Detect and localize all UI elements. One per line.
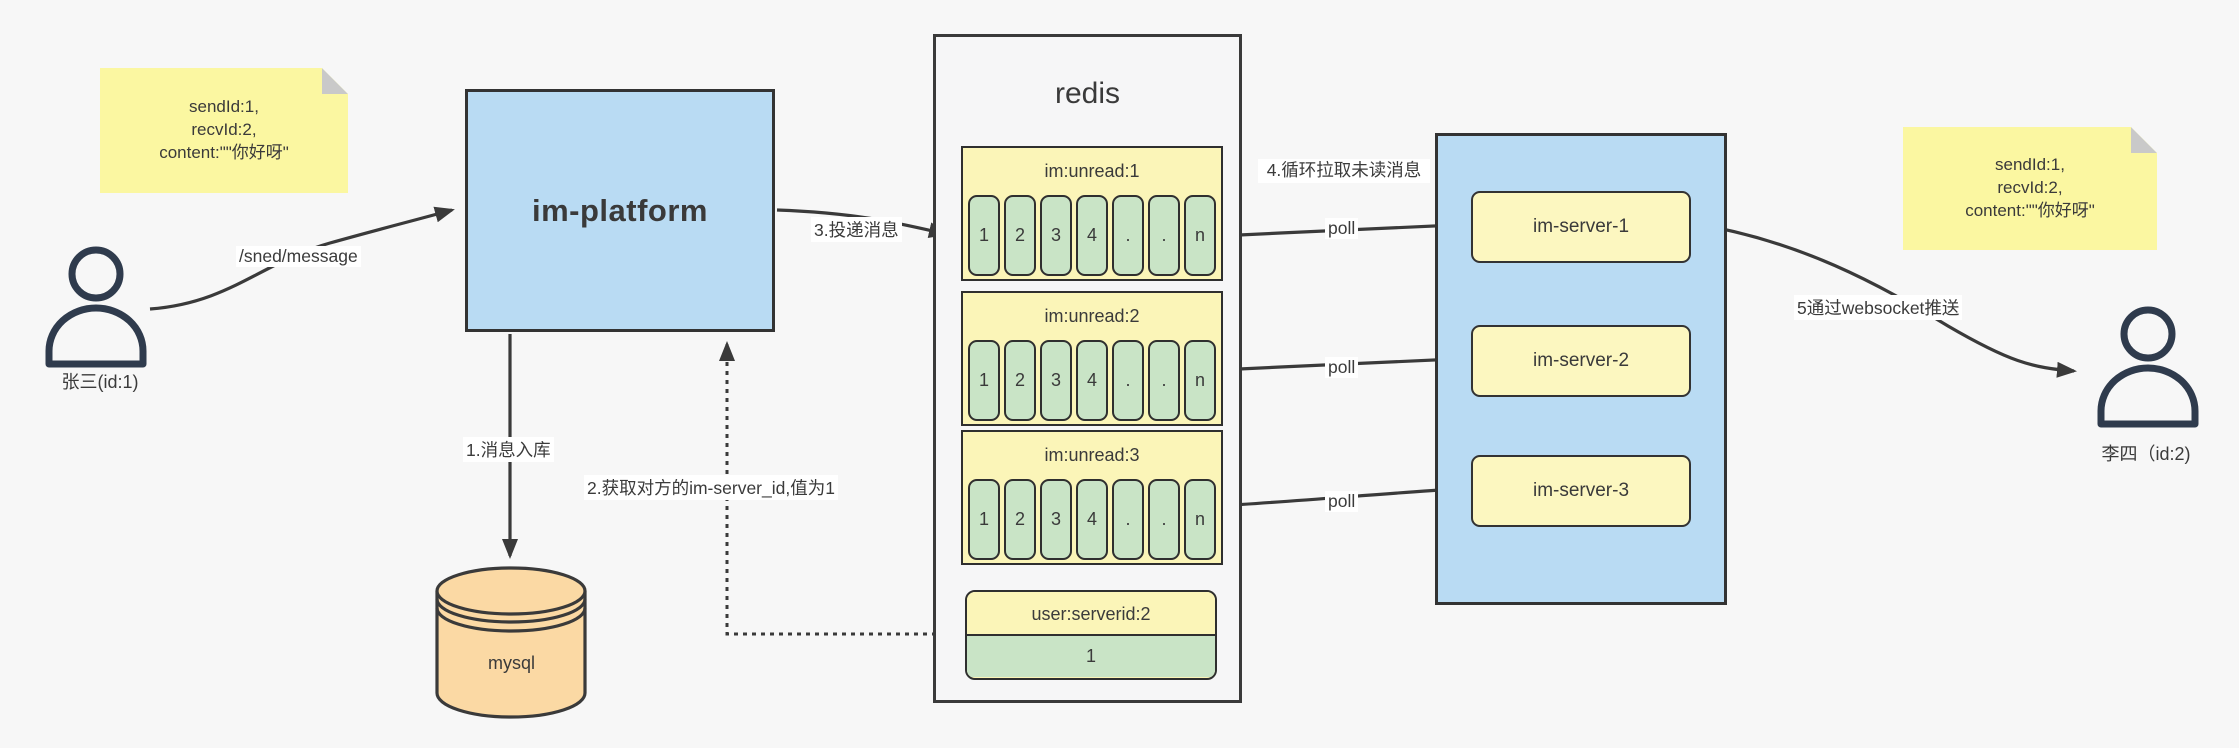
queue-cell: 2 [1004, 195, 1036, 276]
queue-im-unread-1: im:unread:1 1 2 3 4 . . n [961, 146, 1223, 281]
queue-cell: 4 [1076, 195, 1108, 276]
edge-label-get-serverid: 2.获取对方的im-server_id,值为1 [584, 475, 838, 500]
user-icon [2097, 306, 2199, 428]
queue-cells: 1 2 3 4 . . n [963, 479, 1221, 560]
queue-cell: 4 [1076, 340, 1108, 421]
queue-cell: n [1184, 479, 1216, 560]
edge-label-send: /sned/message [236, 246, 361, 267]
queue-im-unread-2: im:unread:2 1 2 3 4 . . n [961, 291, 1223, 426]
im-server-label: im-server-1 [1532, 216, 1630, 237]
edge-label-poll-loop: 4.循环拉取未读消息 [1258, 159, 1430, 183]
queue-cell: 2 [1004, 479, 1036, 560]
queue-cell: . [1148, 195, 1180, 276]
edge-label-deliver: 3.投递消息 [811, 217, 902, 242]
note-line: content:""你好呀" [159, 142, 289, 162]
note-line: content:""你好呀" [1965, 200, 2095, 220]
edge-label-poll-3: poll [1325, 491, 1359, 512]
user-serverid-header: user:serverid:2 [967, 592, 1215, 636]
user-icon [45, 246, 147, 368]
queue-cell: . [1148, 340, 1180, 421]
im-server-1-box: im-server-1 [1471, 191, 1691, 263]
sender-label: 张三(id:1) [61, 372, 139, 392]
queue-cell: . [1112, 340, 1144, 421]
queue-cell: n [1184, 340, 1216, 421]
sticky-note-left: sendId:1, recvId:2, content:""你好呀" [100, 68, 348, 193]
im-server-3-box: im-server-3 [1471, 455, 1691, 527]
queue-cells: 1 2 3 4 . . n [963, 195, 1221, 276]
note-line: sendId:1, [1995, 155, 2065, 175]
mysql-label: mysql [487, 653, 535, 673]
im-server-2-box: im-server-2 [1471, 325, 1691, 397]
im-server-label: im-server-2 [1532, 350, 1630, 371]
edge-label-poll-2: poll [1325, 357, 1359, 378]
note-fold-icon [322, 68, 348, 94]
queue-cell: 3 [1040, 479, 1072, 560]
database-cylinder-icon [435, 566, 587, 719]
sticky-note-right: sendId:1, recvId:2, content:""你好呀" [1903, 127, 2157, 250]
queue-cell: 4 [1076, 479, 1108, 560]
redis-container: redis im:unread:1 1 2 3 4 . . n im:unrea… [933, 34, 1242, 703]
queue-cell: 1 [968, 195, 1000, 276]
queue-cell: . [1112, 195, 1144, 276]
queue-cell: . [1112, 479, 1144, 560]
queue-cell: 3 [1040, 195, 1072, 276]
user-serverid-value: 1 [967, 636, 1215, 677]
note-line: recvId:2, [1997, 178, 2063, 198]
edge-label-websocket-push: 5通过websocket推送 [1794, 295, 1963, 320]
queue-im-unread-3: im:unread:3 1 2 3 4 . . n [961, 430, 1223, 565]
queue-cell: n [1184, 195, 1216, 276]
queue-cell: 1 [968, 340, 1000, 421]
user-serverid-box: user:serverid:2 1 [965, 590, 1217, 680]
im-platform-box: im-platform [465, 89, 775, 332]
im-server-label: im-server-3 [1532, 480, 1630, 501]
mysql-database: mysql [435, 565, 588, 720]
queue-header: im:unread:3 [1044, 445, 1140, 465]
receiver-label: 李四（id:2) [2101, 444, 2191, 464]
note-fold-icon [2131, 127, 2157, 153]
queue-cell: 3 [1040, 340, 1072, 421]
queue-cell: 1 [968, 479, 1000, 560]
im-platform-title: im-platform [532, 192, 708, 228]
note-line: recvId:2, [191, 120, 257, 140]
im-server-cluster: im-server-1 im-server-2 im-server-3 [1435, 133, 1727, 605]
redis-title: redis [1054, 77, 1121, 110]
edge-label-poll-1: poll [1325, 218, 1359, 239]
queue-header: im:unread:1 [1044, 161, 1140, 181]
queue-cell: . [1148, 479, 1180, 560]
queue-cell: 2 [1004, 340, 1036, 421]
queue-cells: 1 2 3 4 . . n [963, 340, 1221, 421]
edge-label-store: 1.消息入库 [463, 437, 554, 462]
queue-header: im:unread:2 [1044, 306, 1140, 326]
note-line: sendId:1, [189, 97, 259, 117]
